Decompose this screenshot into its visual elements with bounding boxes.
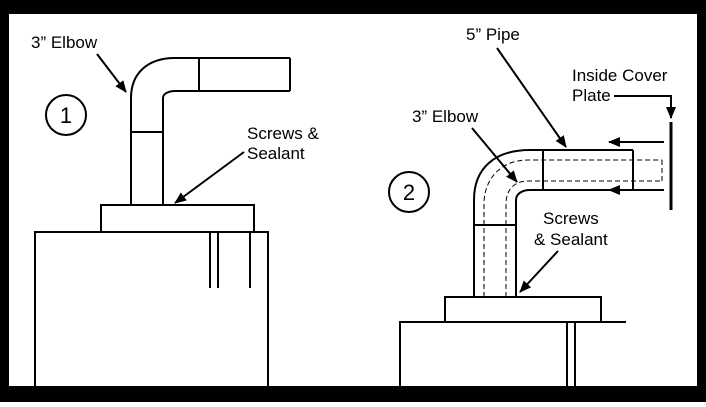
vent-collar-1: [100, 204, 255, 233]
title-bar: [0, 0, 706, 14]
label-cover-line1: Inside Cover: [572, 66, 668, 85]
leader-elbow-1: [96, 53, 127, 93]
label-screws-2-line1: Screws: [543, 209, 599, 228]
label-pipe-2: 5” Pipe: [466, 25, 520, 44]
frame-right-border: [697, 0, 706, 402]
heater-body-1: [34, 231, 269, 386]
label-elbow-1: 3” Elbow: [31, 33, 98, 52]
frame-bottom-border: [0, 386, 706, 402]
vent-collar-2: [444, 296, 602, 323]
label-screws-1-line2: Sealant: [247, 144, 305, 163]
panel-1: [34, 57, 291, 386]
step-2-number: 2: [403, 180, 415, 205]
elbow-2-inner: [515, 189, 633, 201]
step-1-number: 1: [60, 103, 72, 128]
panel-2: [388, 122, 673, 386]
inner-pipe-dashed-right: [505, 180, 662, 297]
label-elbow-2: 3” Elbow: [412, 107, 479, 126]
label-screws-2-line2: & Sealant: [534, 230, 608, 249]
leader-cover-plate: [614, 95, 676, 119]
step-1-circle: [45, 94, 87, 136]
leader-elbow-2: [471, 127, 518, 183]
leader-screws-1: [174, 151, 245, 204]
heater-body-2: [399, 321, 626, 386]
leader-screws-2: [519, 250, 559, 293]
frame-left-border: [0, 0, 9, 402]
step-2-circle: [388, 171, 430, 213]
leader-pipe-2: [496, 47, 567, 148]
elbow-1-inner: [162, 90, 290, 99]
elbow-1-outer: [130, 57, 290, 99]
label-cover-line2: Plate: [572, 86, 611, 105]
label-screws-1-line1: Screws &: [247, 124, 319, 143]
elbow-2-outer: [473, 149, 633, 201]
inner-pipe-dashed-left: [483, 159, 662, 297]
